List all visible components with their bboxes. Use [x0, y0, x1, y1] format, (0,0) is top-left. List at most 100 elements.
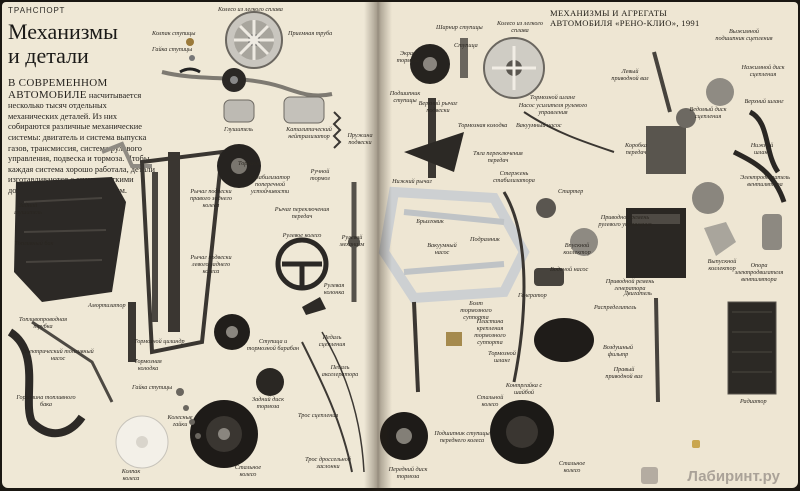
- clutch-plate-shape: [706, 78, 734, 106]
- label-hub-drum: Ступица и тормозной барабан: [246, 338, 300, 352]
- lower-arm-shape: [404, 132, 464, 172]
- label-hub-nut-low: Гайка ступицы: [132, 384, 173, 391]
- label-lower-hose: Нижний шланг: [750, 142, 774, 156]
- rear-disc-shape: [256, 368, 284, 396]
- label-clutch-cable: Трос сцепления: [298, 412, 339, 419]
- label-brake-master: Насос усилителя рулевого управления: [518, 102, 588, 116]
- hub-shape: [460, 38, 468, 78]
- label-hub-cap: Колпак ступицы: [152, 30, 196, 37]
- label-subframe: Подрамник: [470, 236, 500, 243]
- exhaust-manifold-shape: [704, 222, 736, 256]
- label-right-shaft: Правый приводной вал: [605, 366, 643, 380]
- spread-title: МЕХАНИЗМЫ И АГРЕГАТЫ АВТОМОБИЛЯ «РЕНО-КЛ…: [550, 8, 780, 28]
- cable-shape: [301, 341, 353, 473]
- section-label: ТРАНСПОРТ: [8, 6, 66, 15]
- right-page: МЕХАНИЗМЫ И АГРЕГАТЫ АВТОМОБИЛЯ «РЕНО-КЛ…: [374, 2, 798, 488]
- label-clutch-pedal: Педаль сцепления: [318, 334, 346, 348]
- page-title: Механизмы и детали: [8, 20, 158, 68]
- starter-shape: [536, 198, 556, 218]
- label-vacuum-booster: Вакуумный насос: [516, 122, 562, 129]
- label-pedals: Рулевая колонка: [323, 282, 345, 296]
- label-fuel-tank: Топливный бак: [14, 240, 54, 247]
- label-generator: Генератор: [518, 292, 547, 299]
- label-gear-lever: Рычаг переключения передач: [274, 206, 330, 220]
- left-parts-illustration: [7, 11, 365, 473]
- caliper-shape: [446, 332, 462, 346]
- title-line-1: Механизмы: [8, 19, 118, 44]
- title-line-2: и детали: [8, 43, 89, 68]
- label-wheel-cover-top: Колесо из легкого сплава: [218, 6, 283, 13]
- catalytic-shape: [283, 96, 325, 124]
- label-timing-belt: Приводной ремень генератора: [605, 278, 655, 292]
- label-brake-pedal: Тормозная колодка: [134, 358, 162, 372]
- pedal-shape: [302, 297, 326, 315]
- alloy-wheel-top: [225, 11, 283, 69]
- hub-nut-shape: [189, 55, 195, 61]
- label-fuel-pipe: Топливопроводная трубка: [19, 316, 67, 330]
- left-page: ТРАНСПОРТ Механизмы и детали В СОВРЕМЕНН…: [2, 2, 386, 488]
- fuel-pipe-shape: [31, 320, 114, 403]
- fan-shape: [762, 214, 782, 250]
- watermark-logo: [641, 467, 658, 484]
- label-hand-brake: Ручной тормоз: [310, 168, 330, 182]
- spring-shape: [332, 111, 342, 149]
- label-torsion: Торсион: [238, 160, 260, 167]
- clutch-disc-shape: [692, 182, 724, 214]
- spread-title-line-1: МЕХАНИЗМЫ И АГРЕГАТЫ: [550, 8, 668, 18]
- label-clutch-plate: Ведомый диск сцепления: [689, 106, 727, 120]
- right-shaft-shape: [654, 297, 660, 403]
- steering-wheel-shape: [275, 237, 329, 291]
- label-lower-arm: Нижний рычаг: [392, 178, 432, 185]
- label-caliper: Тормозная колодка: [458, 122, 508, 129]
- label-gearbox: Коробка передач: [624, 142, 648, 156]
- label-stabilizer-link: Стержень стабилизатора: [493, 170, 535, 184]
- label-lever-left: Рычаг подвески левого заднего колеса: [190, 254, 232, 275]
- gearbox-shape: [646, 126, 686, 174]
- label-distributor: Распределитель: [594, 304, 637, 311]
- label-wheel-nuts: Колесные гайки: [167, 414, 193, 428]
- left-shaft-shape: [652, 51, 672, 113]
- label-caliper-plate: Пластина крепления тормозного суппорта: [474, 318, 506, 346]
- label-disc-brake: Подшипник ступицы переднего колеса: [434, 430, 490, 444]
- label-brake-shoe: Тормозной шланг: [488, 350, 516, 364]
- label-rear-brake-hose: Тормозной шланг: [530, 94, 576, 101]
- spread-title-line-2: АВТОМОБИЛЯ «РЕНО-КЛИО», 1991: [550, 18, 700, 28]
- label-wheel-covers: Колпак колеса: [121, 468, 141, 482]
- label-exhaust-mount: Приемная труба: [288, 30, 333, 37]
- label-steering-wheel: Рулевое колесо: [282, 232, 322, 239]
- label-wheel-alloy: Колесо из легкого сплава: [497, 20, 543, 34]
- label-left-shaft: Левый приводной вал: [611, 68, 649, 82]
- label-fan: Электродвигатель вентилятора: [740, 174, 790, 188]
- hose-shape: [502, 191, 526, 383]
- label-air-filter: Воздушный фильтр: [603, 344, 633, 358]
- rear-axle-beam: [168, 152, 180, 332]
- hub-cap-shape: [186, 38, 194, 46]
- label-catalytic: Каталитический нейтрализатор: [286, 126, 332, 140]
- label-spring: Пружина подвески: [347, 132, 373, 146]
- air-filter-shape: [534, 318, 594, 362]
- generator-shape: [534, 268, 564, 286]
- label-radiator: Радиатор: [740, 398, 767, 405]
- upper-hose-shape: [748, 109, 781, 174]
- radiator-shape: [727, 301, 777, 395]
- label-bolt-support: Болт тормозного суппорта: [460, 300, 492, 321]
- label-lever-right: Рычаг подвески правого заднего колеса: [190, 188, 232, 209]
- subframe-shape: [378, 186, 530, 304]
- label-rear-disc: Задний диск тормоза: [252, 396, 284, 410]
- label-fan-mount: Опора электродвигателя вентилятора: [734, 262, 784, 283]
- exhaust-pipe: [161, 70, 333, 98]
- label-fuel-tank-mount: Горловина топливного бака: [16, 394, 76, 408]
- label-steel-wheel: Стальное колесо: [234, 464, 262, 478]
- right-parts-illustration: [378, 37, 787, 464]
- fuel-tank-shape: [14, 177, 126, 302]
- label-electric-pump: Электрический топливный насос: [22, 348, 94, 362]
- label-clutch-disc: Нажимной диск сцепления: [741, 64, 785, 78]
- label-front-strut: Верхний рычаг подвески: [418, 100, 458, 114]
- label-front-disc: Стальной колесо: [476, 394, 504, 408]
- label-bellows: Тяга переключения передач: [473, 150, 523, 164]
- book-gutter: [364, 0, 392, 491]
- label-throttle-cable: Трос дроссельной заслонки: [305, 456, 351, 470]
- label-water-pump: Водяной насос: [550, 266, 589, 273]
- label-accelerator: Педаль акселератора: [321, 364, 359, 378]
